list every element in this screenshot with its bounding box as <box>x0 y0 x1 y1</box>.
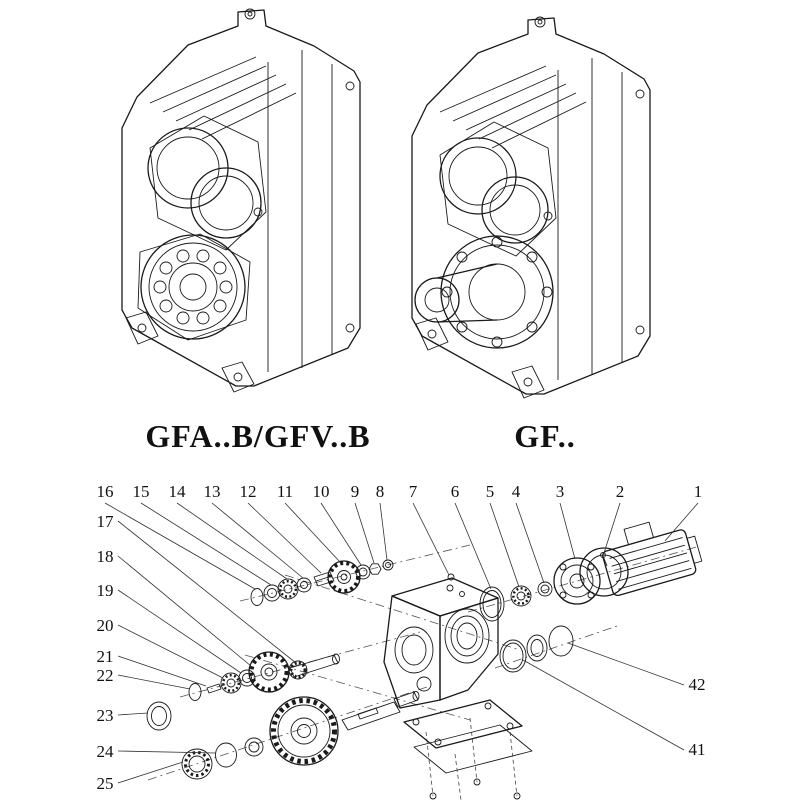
part-motor-side-cluster <box>479 552 608 622</box>
callout-11: 11 <box>277 482 293 501</box>
callout-13: 13 <box>204 482 221 501</box>
callout-3: 3 <box>556 482 565 501</box>
callout-17: 17 <box>97 512 115 531</box>
part-dowel-pin <box>447 573 455 581</box>
callout-20: 20 <box>97 616 114 635</box>
callout-42: 42 <box>689 675 706 694</box>
part-output-seal-rings <box>499 625 574 673</box>
callout-6: 6 <box>451 482 460 501</box>
callout-numbers: 16 15 14 13 12 11 10 9 8 7 6 5 4 3 2 1 1… <box>97 482 706 793</box>
callout-24: 24 <box>97 742 115 761</box>
callout-1: 1 <box>694 482 703 501</box>
callout-12: 12 <box>240 482 257 501</box>
callout-2: 2 <box>616 482 625 501</box>
callout-14: 14 <box>169 482 187 501</box>
callout-9: 9 <box>351 482 360 501</box>
right-gearbox-drawing <box>411 16 651 399</box>
left-caption: GFA..B/GFV..B <box>145 418 370 454</box>
right-top-fins <box>439 65 587 149</box>
right-caption: GF.. <box>514 418 576 454</box>
callout-21: 21 <box>97 647 114 666</box>
part-bottom-cover <box>403 699 533 800</box>
left-top-fins <box>149 56 297 140</box>
left-bearing <box>137 233 251 341</box>
right-output-shaft <box>414 235 554 349</box>
callout-5: 5 <box>486 482 495 501</box>
callout-19: 19 <box>97 581 114 600</box>
callout-22: 22 <box>97 666 114 685</box>
exploded-view <box>104 502 703 800</box>
callout-41: 41 <box>689 740 706 759</box>
part-housing <box>383 577 499 709</box>
part-upper-shaft-cluster <box>250 559 394 606</box>
callout-25: 25 <box>97 774 114 793</box>
part-middle-shaft-cluster <box>188 651 340 701</box>
callout-4: 4 <box>512 482 521 501</box>
callout-8: 8 <box>376 482 385 501</box>
left-gearbox-drawing <box>121 8 361 393</box>
callout-7: 7 <box>409 482 418 501</box>
leader-lines <box>104 502 699 784</box>
part-lower-shaft-cluster <box>146 691 420 780</box>
callout-16: 16 <box>97 482 114 501</box>
callout-23: 23 <box>97 706 114 725</box>
callout-15: 15 <box>133 482 150 501</box>
part-motor <box>579 521 703 597</box>
callout-10: 10 <box>313 482 330 501</box>
callout-18: 18 <box>97 547 114 566</box>
